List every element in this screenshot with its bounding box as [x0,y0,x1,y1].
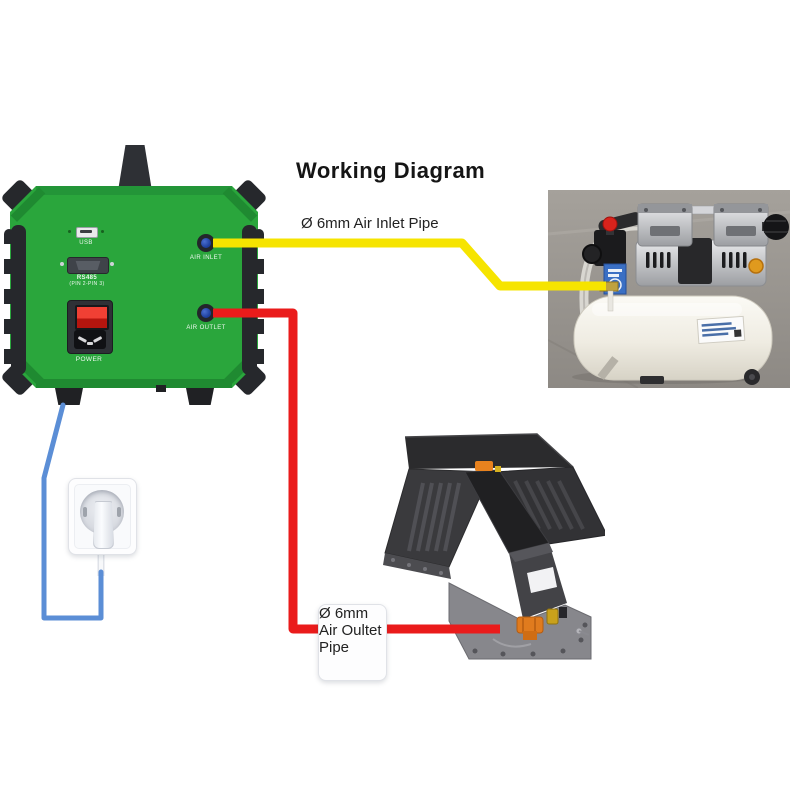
usb-port [76,227,98,238]
power-plug [93,501,114,549]
leak-detector-unit: USB RS485 (PIN 2-PIN 3) POWER AIR INLET … [0,145,268,405]
screw-icon [101,230,104,233]
page-title: Working Diagram [296,158,486,183]
air-inlet-port [197,234,215,252]
power-rocker-switch [75,305,109,330]
device-foot [55,388,83,405]
usb-label: USB [79,240,93,246]
air-compressor-photo [548,190,790,388]
bottom-bevel [36,379,232,388]
rs485-pins-label: (PIN 2-PIN 3) [69,281,105,287]
air-outlet-label: AIR OUTLET [186,325,226,331]
left-rubber-bumper [4,225,26,375]
iec-power-inlet [74,330,106,349]
power-label: POWER [75,356,103,363]
rs485-label: RS485 [76,275,98,281]
wall-socket [68,478,137,555]
outlet-pipe-label: Ø 6mm Air Oultet Pipe [318,604,387,681]
air-outlet-port [197,304,215,322]
battery-pack-photo [383,433,605,660]
screw-icon [68,230,71,233]
device-tab [156,385,166,392]
air-inlet-label: AIR INLET [189,255,223,261]
socket-contact [117,507,121,517]
screw-icon [60,262,64,266]
power-entry-module [67,300,113,354]
device-foot [186,388,214,405]
rs485-connector [67,257,109,274]
socket-contact [83,507,87,517]
screw-icon [110,262,114,266]
inlet-pipe-label: Ø 6mm Air Inlet Pipe [301,215,439,232]
top-bevel [36,186,232,195]
